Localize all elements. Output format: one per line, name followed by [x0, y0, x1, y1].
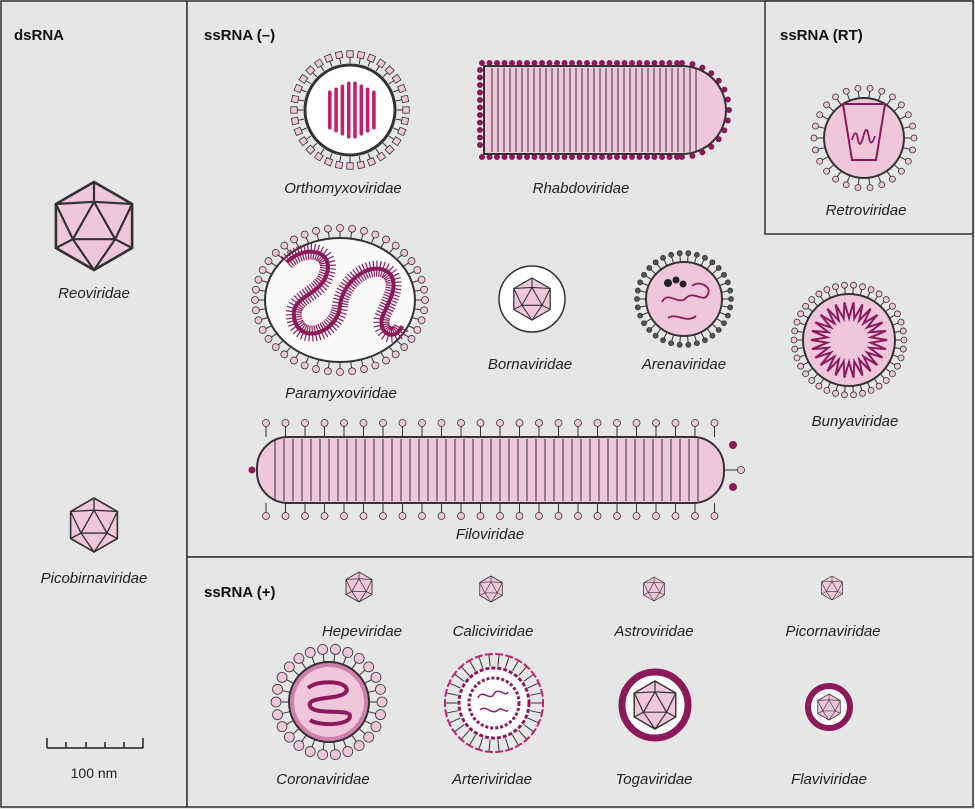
label-coronaviridae: Coronaviridae: [276, 771, 369, 788]
label-bornaviridae: Bornaviridae: [488, 356, 572, 373]
label-picornaviridae: Picornaviridae: [785, 623, 880, 640]
bornaviridae-virion: [499, 266, 565, 332]
rhabdoviridae-virion: [477, 60, 732, 160]
panel-title-ssrna-rt: ssRNA (RT): [780, 27, 863, 44]
scale-bar-label: 100 nm: [71, 765, 118, 781]
label-bunyaviridae: Bunyaviridae: [812, 413, 899, 430]
coronaviridae-virion: [271, 644, 387, 759]
label-picobirnaviridae: Picobirnaviridae: [41, 570, 148, 587]
label-hepeviridae: Hepeviridae: [322, 623, 402, 640]
label-astroviridae: Astroviridae: [613, 623, 693, 640]
panel-title-dsrna: dsRNA: [14, 27, 64, 44]
label-caliciviridae: Caliciviridae: [453, 623, 534, 640]
label-filoviridae: Filoviridae: [456, 526, 524, 543]
arenaviridae-virion: [635, 251, 734, 348]
label-flaviviridae: Flaviviridae: [791, 771, 867, 788]
arteriviridae-virion: [445, 654, 543, 752]
panel-dsrna: [1, 1, 187, 807]
flaviviridae-virion: [808, 686, 850, 728]
label-reoviridae: Reoviridae: [58, 285, 130, 302]
label-paramyxoviridae: Paramyxoviridae: [285, 385, 397, 402]
label-arenaviridae: Arenaviridae: [641, 356, 726, 373]
togaviridae-virion: [622, 672, 688, 738]
orthomyxoviridae-virion: [291, 51, 409, 169]
label-arteriviridae: Arteriviridae: [451, 771, 532, 788]
panel-title-ssrna-negative: ssRNA (–): [204, 27, 275, 44]
label-rhabdoviridae: Rhabdoviridae: [533, 180, 630, 197]
label-retroviridae: Retroviridae: [826, 202, 907, 219]
label-togaviridae: Togaviridae: [616, 771, 693, 788]
label-orthomyxoviridae: Orthomyxoviridae: [284, 180, 402, 197]
bunyaviridae-virion: [791, 282, 907, 398]
panel-title-ssrna-positive: ssRNA (+): [204, 584, 276, 601]
